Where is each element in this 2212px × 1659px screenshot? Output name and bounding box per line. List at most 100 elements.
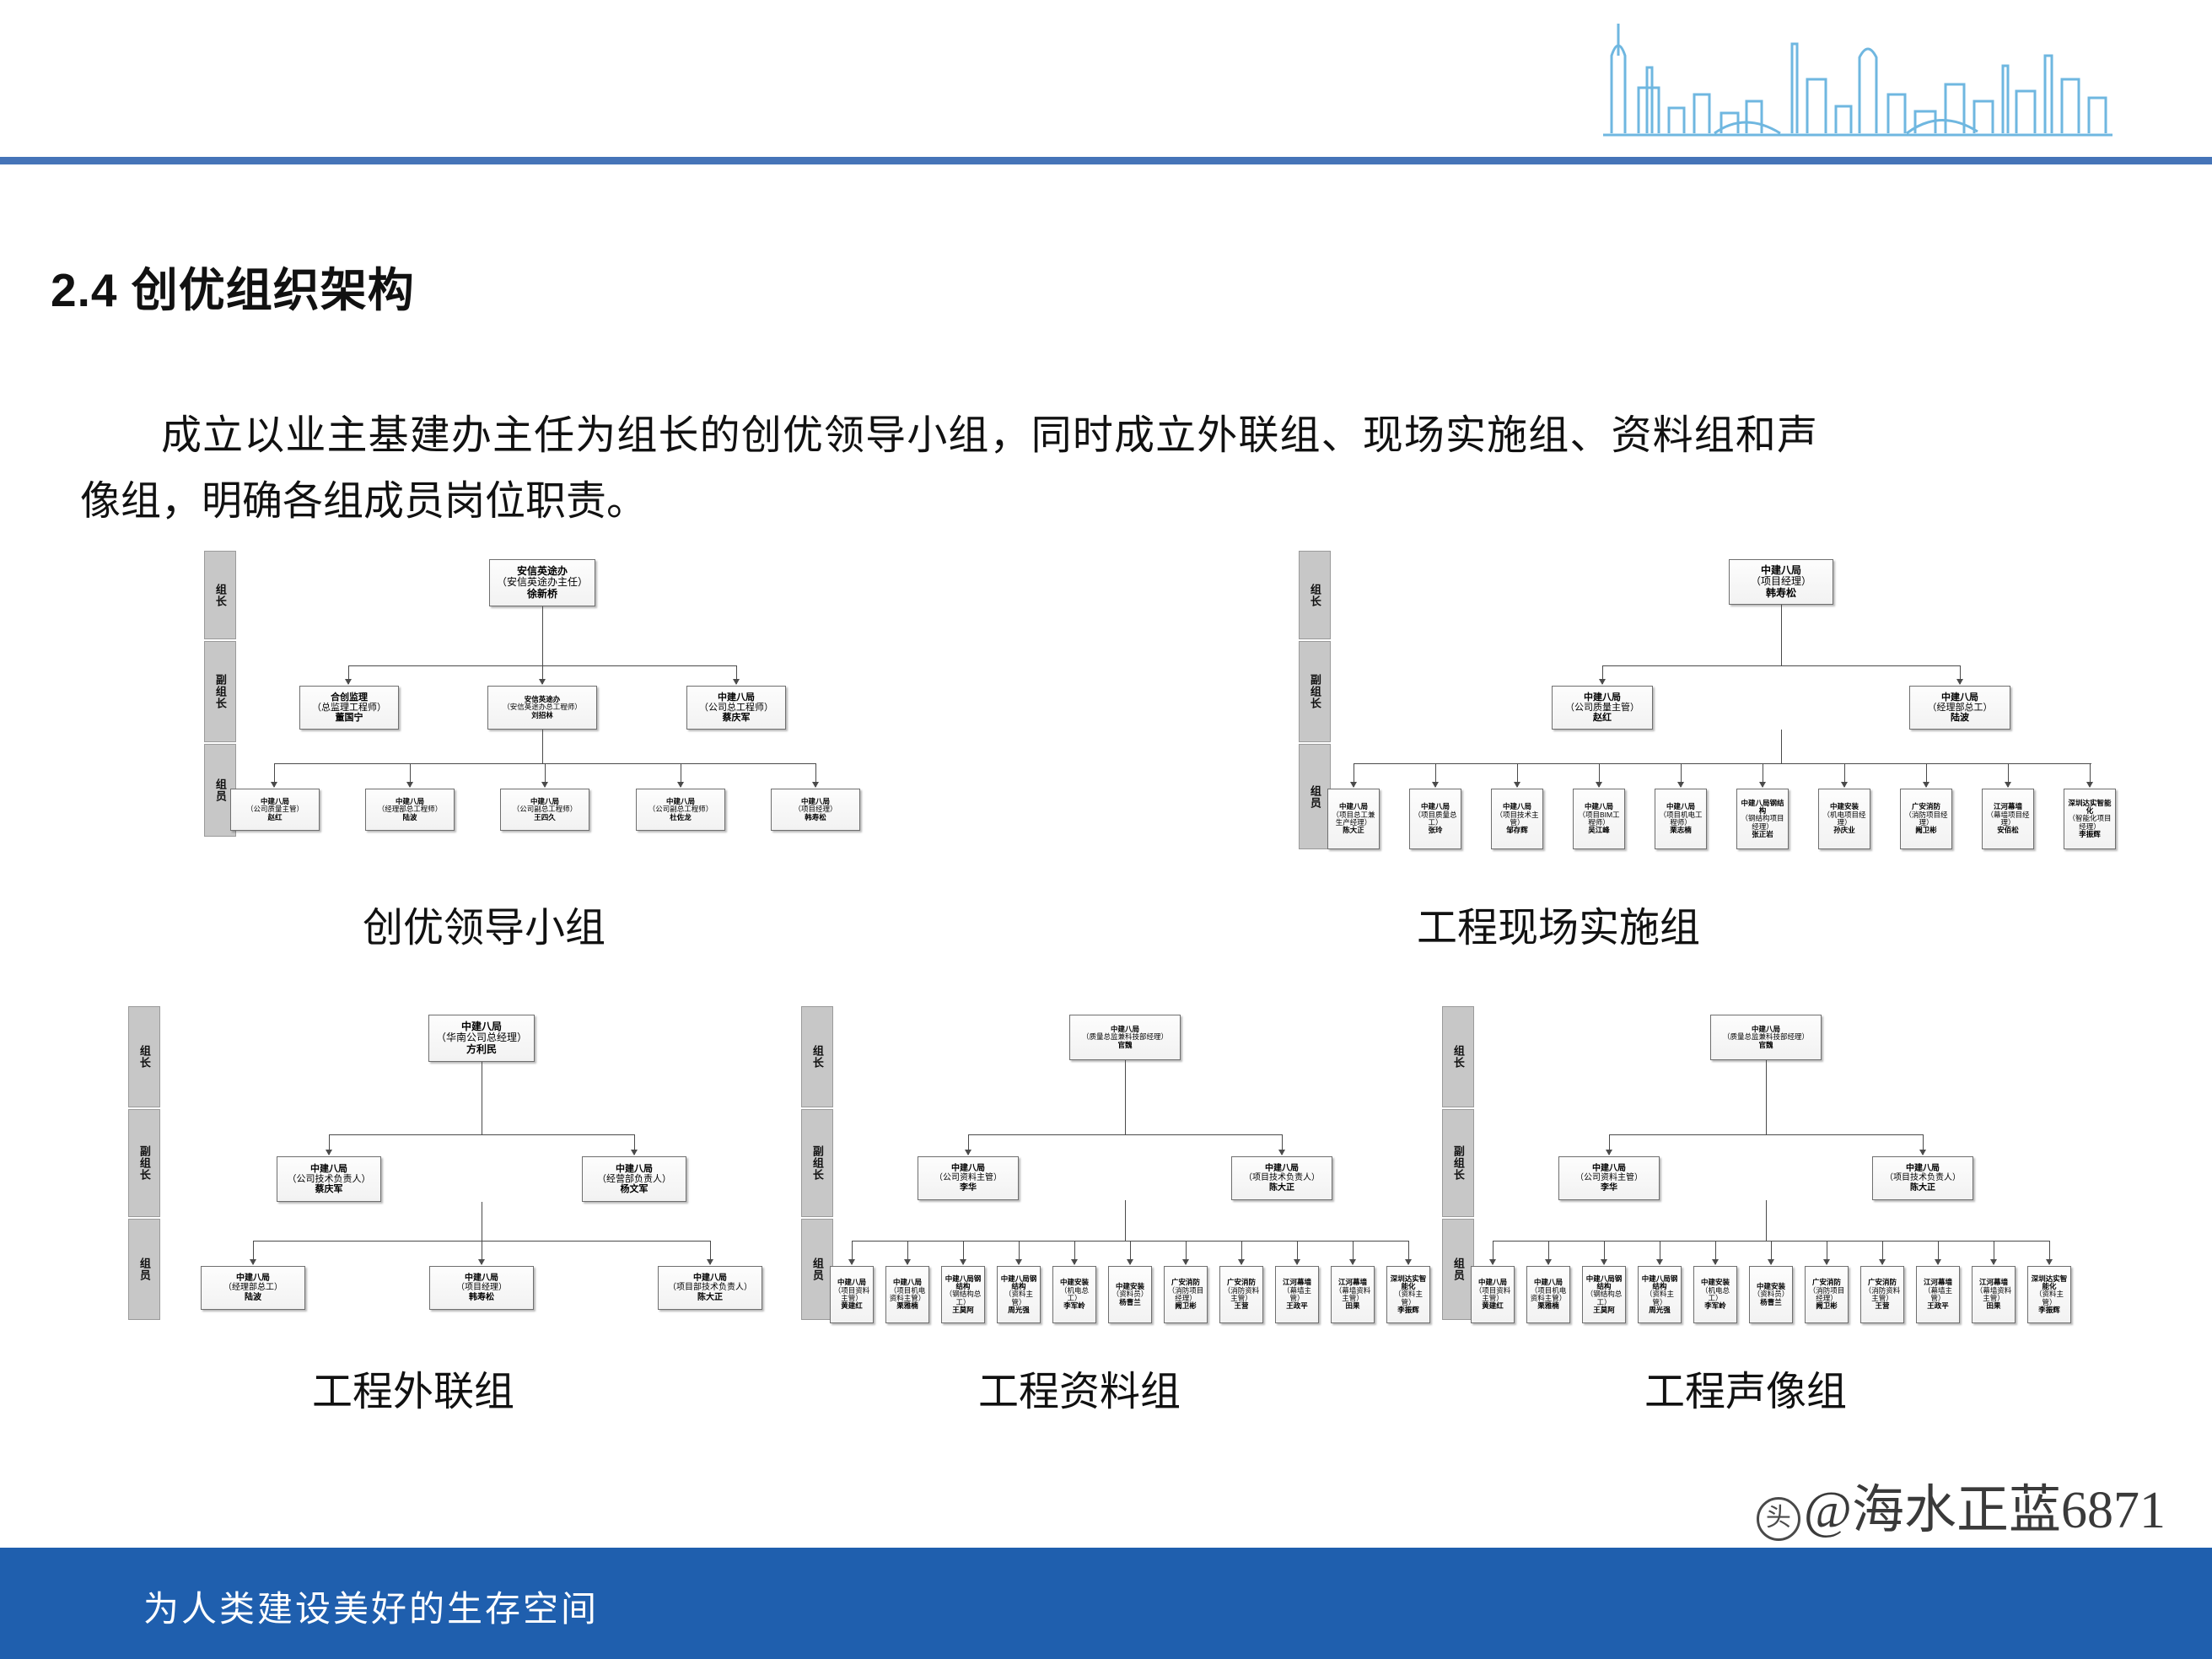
node-person: 方利民	[466, 1042, 497, 1055]
node-root[interactable]: 中建八局 （质量总监兼科技部经理） 官魏	[1069, 1015, 1181, 1060]
node-root[interactable]: 中建八局 （项目经理） 韩寿松	[1729, 559, 1833, 605]
node-org: 中建安装	[1700, 1278, 1730, 1287]
node-org: 中建八局	[395, 796, 424, 805]
node-org: 中建八局钢结构	[945, 1274, 982, 1290]
node-level3[interactable]: 中建安装 （资料员） 杨曹兰	[1749, 1266, 1793, 1323]
node-role: （钢结构总工）	[945, 1290, 982, 1306]
node-role: （资料主管）	[2034, 1290, 2064, 1306]
node-level3[interactable]: 中建八局 （项目经理） 韩寿松	[771, 789, 860, 831]
spine-label-deputy: 副组长	[213, 674, 227, 709]
node-person: 张玲	[1428, 826, 1443, 835]
node-role: （项目机电资料主管）	[889, 1285, 926, 1302]
node-role: （消防资料主管）	[1864, 1285, 1901, 1302]
spine-deputy: 副组长	[204, 641, 236, 742]
node-person: 邹存辉	[1506, 826, 1528, 835]
node-level2[interactable]: 安信英途办 （安信英途办总工程师） 刘招林	[487, 686, 597, 730]
node-level3[interactable]: 中建八局 （项目质量总工） 张玲	[1409, 789, 1461, 849]
chart-caption-media: 工程声像组	[1644, 1370, 1848, 1414]
node-org: 江河幕墙	[1993, 802, 2022, 811]
node-org: 中建安装	[1115, 1281, 1144, 1290]
node-level2[interactable]: 中建八局 （经理部总工） 陆波	[1909, 686, 2010, 730]
spine-label-member: 组员	[213, 778, 227, 802]
node-level3[interactable]: 中建八局钢结构 （钢结构项目经理） 张正岩	[1736, 789, 1789, 849]
node-person: 王四久	[534, 812, 556, 821]
node-role: （项目经理）	[1750, 575, 1811, 588]
node-level2[interactable]: 中建八局 （项目技术负责人） 陈大正	[1231, 1156, 1332, 1200]
node-level3[interactable]: 中建八局 （项目技术主管） 邹存辉	[1491, 789, 1543, 849]
footer-slogan: 为人类建设美好的生存空间	[143, 1589, 600, 1629]
node-level2[interactable]: 中建八局 （公司质量主管） 赵红	[1552, 686, 1653, 730]
node-person: 董国宁	[335, 713, 363, 724]
node-level3[interactable]: 中建安装 （机电总工） 李军岭	[1693, 1266, 1737, 1323]
node-level3[interactable]: 广安消防 （消防资料主管） 王营	[1860, 1266, 1904, 1323]
node-level3[interactable]: 中建八局 （项目部技术负责人） 陈大正	[658, 1266, 762, 1310]
node-level3[interactable]: 中建八局钢结构 （钢结构总工） 王莫阿	[941, 1266, 985, 1323]
node-level3[interactable]: 深圳达实智能化 （资料主管） 李振辉	[2027, 1266, 2071, 1323]
node-org: 深圳达实智能化	[2068, 798, 2112, 815]
node-level3[interactable]: 江河幕墙 （幕墙资料主管） 田果	[1972, 1266, 2016, 1323]
node-person: 周光强	[1649, 1306, 1671, 1315]
node-level3[interactable]: 深圳达实智能化 （资料主管） 李振辉	[1386, 1266, 1430, 1323]
watermark-badge: 头	[1756, 1497, 1800, 1541]
node-level3[interactable]: 江河幕墙 （幕墙资料主管） 田果	[1331, 1266, 1375, 1323]
node-org: 广安消防	[1226, 1278, 1256, 1287]
node-level3[interactable]: 中建八局 （项目经理） 韩寿松	[429, 1266, 534, 1310]
node-level3[interactable]: 广安消防 （消防项目经理） 阙卫彬	[1805, 1266, 1849, 1323]
node-level3[interactable]: 中建八局 （项目机电资料主管） 栗雅楠	[1526, 1266, 1570, 1323]
node-person: 李华	[1601, 1182, 1617, 1193]
node-level2[interactable]: 中建八局 （公司总工程师） 蔡庆军	[686, 686, 786, 730]
node-org: 江河幕墙	[1923, 1278, 1952, 1287]
node-level2[interactable]: 中建八局 （项目技术负责人） 陈大正	[1872, 1156, 1973, 1200]
node-person: 陆波	[1951, 713, 1969, 724]
node-person: 官魏	[1117, 1040, 1133, 1049]
org-chart-site: 组长 副组长 组员 中建八局 （项目经理） 韩寿松 中建八局 （公司质量主管） …	[1290, 544, 2150, 881]
node-level2[interactable]: 中建八局 （公司资料主管） 李华	[918, 1156, 1019, 1200]
node-level2[interactable]: 中建八局 （公司技术负责人） 蔡庆军	[277, 1156, 381, 1202]
node-level3[interactable]: 江河幕墙 （幕墙项目经理） 安佰松	[1982, 789, 2034, 849]
node-level3[interactable]: 中建八局钢结构 （钢结构总工） 王莫阿	[1582, 1266, 1626, 1323]
node-level3[interactable]: 中建安装 （资料员） 杨曹兰	[1108, 1266, 1152, 1323]
node-person: 王营	[1234, 1301, 1249, 1311]
node-person: 王莫阿	[952, 1306, 974, 1315]
node-root[interactable]: 中建八局 （华南公司总经理） 方利民	[428, 1015, 535, 1062]
spine-label-deputy: 副组长	[137, 1145, 151, 1181]
node-person: 孙庆业	[1833, 826, 1855, 835]
node-level3[interactable]: 深圳达实智能化 （智能化项目经理） 李振辉	[2064, 789, 2116, 849]
node-person: 陆波	[402, 812, 417, 821]
node-level2[interactable]: 中建八局 （公司资料主管） 李华	[1558, 1156, 1660, 1200]
node-level3[interactable]: 江河幕墙 （幕墙主管） 王政平	[1916, 1266, 1960, 1323]
node-org: 中建八局	[1760, 563, 1801, 576]
node-level3[interactable]: 中建八局 （项目机电资料主管） 栗雅楠	[885, 1266, 929, 1323]
spine-leader: 组长	[1442, 1006, 1474, 1107]
node-level3[interactable]: 中建八局 （项目机电工程师） 栗志楠	[1655, 789, 1707, 849]
node-level3[interactable]: 广安消防 （消防项目经理） 阙卫彬	[1164, 1266, 1208, 1323]
node-person: 赵红	[1593, 713, 1612, 724]
spine-label-deputy: 副组长	[810, 1145, 824, 1181]
node-org: 中建八局	[465, 1274, 498, 1284]
node-level3[interactable]: 中建八局钢结构 （资料主管） 周光强	[1638, 1266, 1682, 1323]
spine-label-member: 组员	[810, 1258, 824, 1281]
node-root[interactable]: 中建八局 （质量总监兼科技部经理） 官魏	[1710, 1015, 1822, 1060]
node-level3[interactable]: 中建八局 （公司副总工程师） 王四久	[500, 789, 589, 831]
node-level3[interactable]: 中建八局 （项目总工兼生产经理） 陈大正	[1327, 789, 1380, 849]
node-level3[interactable]: 广安消防 （消防项目经理） 阙卫彬	[1900, 789, 1952, 849]
node-level3[interactable]: 中建八局 （公司质量主管） 赵红	[230, 789, 320, 831]
node-org: 合创监理	[331, 692, 368, 703]
node-level2[interactable]: 中建八局 （经营部负责人） 杨文军	[582, 1156, 686, 1202]
node-level3[interactable]: 中建安装 （机电总工） 李军岭	[1052, 1266, 1096, 1323]
node-role: （机电总工）	[1700, 1285, 1730, 1302]
node-level3[interactable]: 江河幕墙 （幕墙主管） 王政平	[1275, 1266, 1319, 1323]
node-level2[interactable]: 合创监理 （总监理工程师） 董国宁	[299, 686, 399, 730]
node-level3[interactable]: 广安消防 （消防资料主管） 王营	[1219, 1266, 1263, 1323]
node-root[interactable]: 安信英途办 （安信英途办主任） 徐新桥	[489, 559, 595, 606]
node-level3[interactable]: 中建八局 （经理部总工） 陆波	[201, 1266, 305, 1310]
node-level3[interactable]: 中建八局 （项目BIM工程师） 吴江峰	[1573, 789, 1625, 849]
node-level3[interactable]: 中建安装 （机电项目经理） 孙庆业	[1818, 789, 1870, 849]
node-level3[interactable]: 中建八局 （项目资料主管） 黄建红	[1471, 1266, 1515, 1323]
node-level3[interactable]: 中建八局 （经理部总工程师） 陆波	[365, 789, 455, 831]
node-level3[interactable]: 中建八局 （项目资料主管） 黄建红	[830, 1266, 874, 1323]
node-level3[interactable]: 中建八局钢结构 （资料主管） 周光强	[997, 1266, 1041, 1323]
chart-caption-documents: 工程资料组	[978, 1370, 1181, 1414]
node-role: （消防项目经理）	[1808, 1285, 1845, 1302]
node-level3[interactable]: 中建八局 （公司副总工程师） 杜佐龙	[636, 789, 725, 831]
